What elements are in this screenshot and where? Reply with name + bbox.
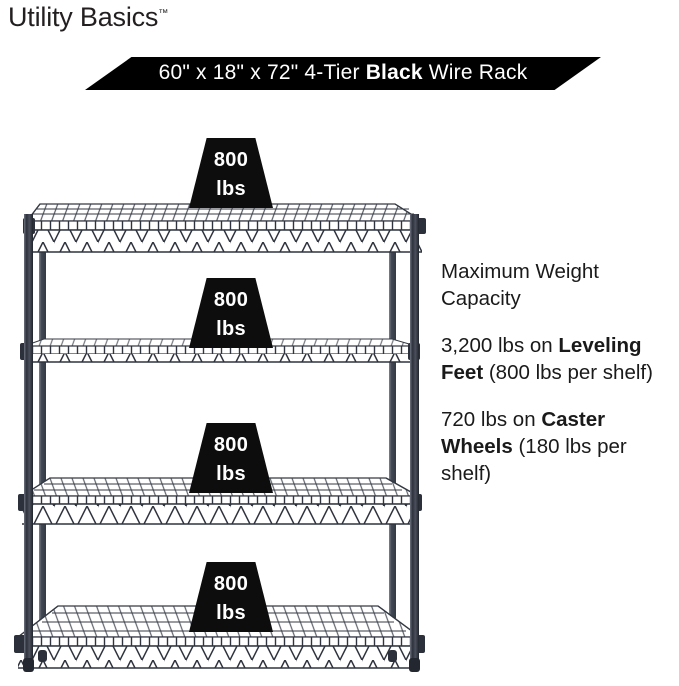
title-banner: 60" x 18" x 72" 4-Tier Black Wire Rack [85, 57, 601, 90]
weight-badge-amount: 800 [213, 572, 249, 595]
weight-badge-amount: 800 [213, 288, 249, 311]
brand-logo: Utility Basics™ [8, 2, 168, 33]
leveling-total: 3,200 lbs on [441, 334, 559, 358]
weight-badge-unit: lbs [216, 177, 246, 200]
weight-badge-unit: lbs [216, 601, 246, 624]
leveling-feet-capacity: 3,200 lbs on Leveling Feet (800 lbs per … [441, 332, 677, 386]
leveling-detail: (800 lbs per shelf) [483, 361, 653, 385]
trademark-symbol: ™ [158, 8, 169, 19]
weight-badge-unit: lbs [216, 317, 246, 340]
front-posts [24, 214, 419, 666]
wire-rack-illustration [10, 110, 440, 681]
leveling-bold: Leveling Feet [441, 334, 642, 385]
caster-total: 720 lbs on [441, 408, 542, 432]
weight-badge-unit: lbs [216, 462, 246, 485]
capacity-heading: Maximum Weight Capacity [441, 260, 599, 311]
wire-rack-svg [14, 203, 426, 672]
shelf-tier-3 [18, 477, 422, 525]
caster-bold: Caster Wheels [441, 408, 606, 459]
weight-badge-amount: 800 [213, 148, 249, 171]
capacity-copy-block: Maximum Weight Capacity 3,200 lbs on Lev… [441, 258, 677, 487]
weight-badge-amount: 800 [213, 433, 249, 456]
rear-posts [39, 206, 396, 658]
caster-detail: (180 lbs per shelf) [441, 435, 627, 486]
caster-wheels-capacity: 720 lbs on Caster Wheels (180 lbs per sh… [441, 406, 677, 487]
shelf-tier-1 [23, 203, 426, 253]
brand-name: Utility Basics [8, 2, 159, 32]
banner-title-text: 60" x 18" x 72" 4-Tier Black Wire Rack [158, 61, 528, 84]
leveling-feet [23, 650, 420, 672]
shelf-tier-4 [14, 605, 425, 669]
